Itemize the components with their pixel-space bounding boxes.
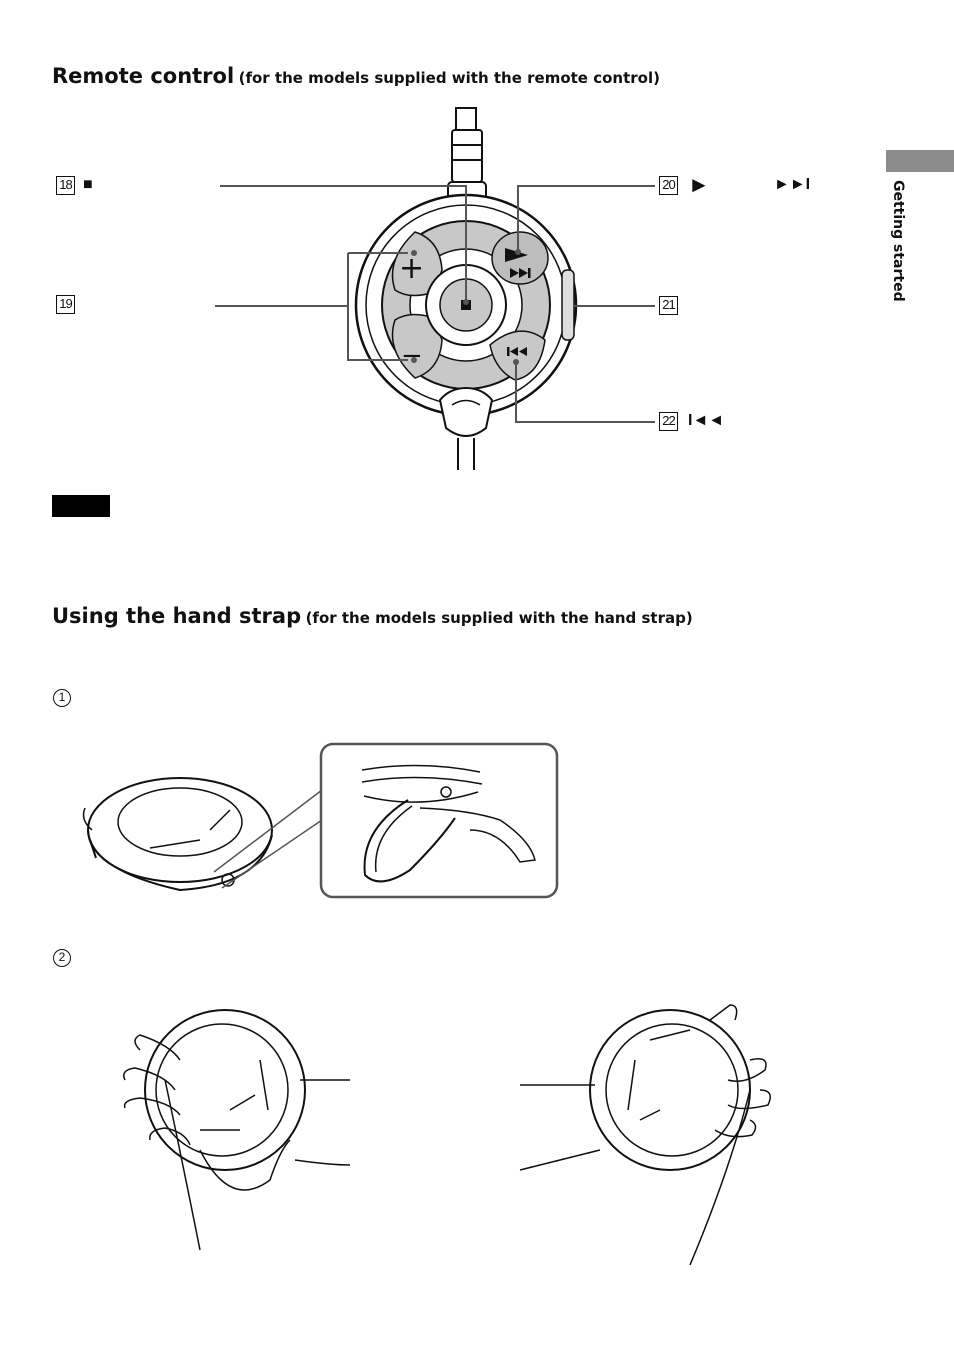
callout-22-number: 22	[659, 412, 678, 431]
remote-bottom-neck	[438, 386, 494, 437]
callout-18-number: 18	[56, 176, 75, 195]
section-tab-marker	[886, 150, 954, 172]
remote-control-title: Remote control	[52, 64, 235, 88]
hand-strap-title: Using the hand strap	[52, 604, 302, 628]
volume-down-icon: −	[401, 341, 423, 371]
next-button-icon	[510, 268, 531, 278]
step-1-marker: 1	[53, 689, 71, 707]
step-2-marker: 2	[53, 949, 71, 967]
callout-19-number: 19	[56, 295, 75, 314]
callout-leader-lines	[215, 185, 655, 423]
remote-control-subtitle: (for the models supplied with the remote…	[238, 69, 660, 87]
player-right-hand	[589, 1009, 751, 1171]
zoom-detail-box	[319, 742, 559, 899]
callout-20-number: 20	[659, 176, 678, 195]
prev-track-icon: I◄◄	[688, 412, 725, 429]
play-button-icon	[505, 248, 528, 262]
callout-21-number: 21	[659, 296, 678, 315]
play-icon: ►	[688, 172, 710, 197]
player-left-hand	[144, 1009, 306, 1171]
hand-strap-subtitle: (for the models supplied with the hand s…	[305, 609, 693, 627]
stop-icon: ■	[83, 176, 93, 193]
remote-control-heading: Remote control (for the models supplied …	[52, 64, 660, 88]
prev-button-icon	[507, 347, 527, 356]
hand-strap-heading: Using the hand strap (for the models sup…	[52, 604, 693, 628]
next-track-icon: ►►I	[774, 176, 811, 193]
note-marker	[52, 495, 110, 517]
volume-up-icon: +	[399, 251, 424, 286]
